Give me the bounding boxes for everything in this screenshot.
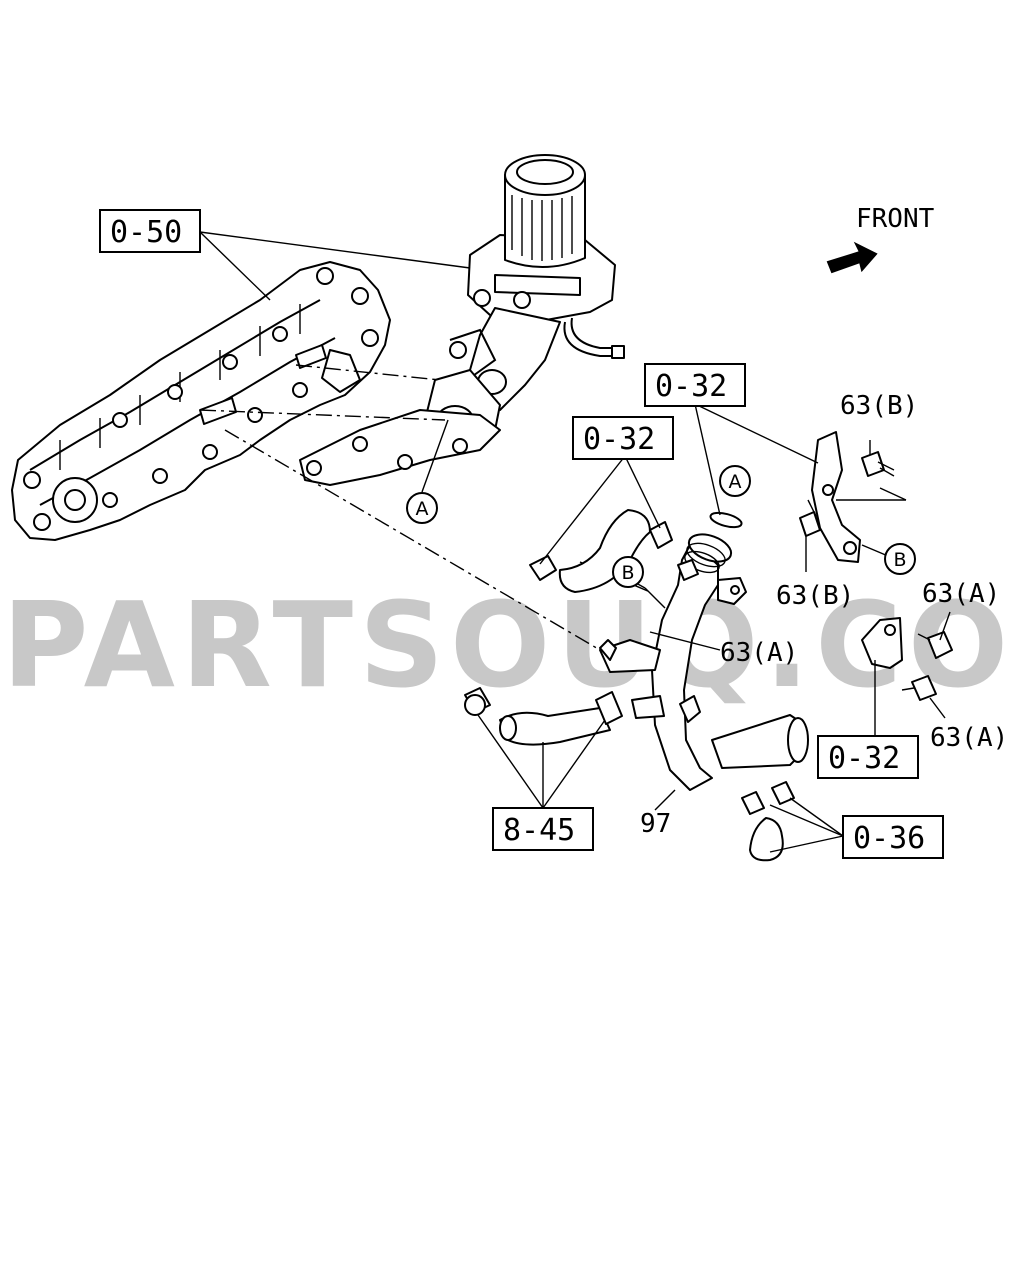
marker-a-right: A xyxy=(719,465,751,497)
svg-text:B: B xyxy=(621,562,634,584)
ref-box-0-50[interactable]: 0-50 xyxy=(99,209,201,253)
hose-upper xyxy=(529,509,699,593)
front-label: FRONT xyxy=(856,204,935,234)
svg-text:A: A xyxy=(416,498,429,520)
part-label-97[interactable]: 97 xyxy=(640,809,671,839)
leader-lines xyxy=(199,231,951,853)
bracket-lower xyxy=(861,617,953,701)
svg-text:B: B xyxy=(893,549,906,571)
water-pipe-97 xyxy=(599,511,809,791)
part-label-63a-center[interactable]: 63(A) xyxy=(720,638,798,668)
front-arrow-icon xyxy=(826,241,878,274)
ref-box-0-32-left[interactable]: 0-32 xyxy=(572,416,674,460)
ref-box-8-45[interactable]: 8-45 xyxy=(492,807,594,851)
svg-text:0-36: 0-36 xyxy=(853,821,925,856)
part-label-63a-lower[interactable]: 63(A) xyxy=(930,723,1008,753)
svg-text:A: A xyxy=(729,471,742,493)
part-label-63b-mid[interactable]: 63(B) xyxy=(776,581,854,611)
egr-cooler-assembly xyxy=(11,261,391,541)
svg-text:0-32: 0-32 xyxy=(655,369,727,404)
oil-filter-assembly xyxy=(299,154,625,486)
svg-text:0-32: 0-32 xyxy=(583,422,655,457)
svg-text:8-45: 8-45 xyxy=(503,813,575,848)
bracket-upper xyxy=(799,431,895,563)
svg-text:0-32: 0-32 xyxy=(828,741,900,776)
part-label-63a-right[interactable]: 63(A) xyxy=(922,579,1000,609)
clamp-set xyxy=(741,781,795,862)
ref-box-0-36[interactable]: 0-36 xyxy=(842,815,944,859)
hose-lower xyxy=(464,687,623,746)
ref-box-0-32-right[interactable]: 0-32 xyxy=(817,735,919,779)
marker-b-right: B xyxy=(884,543,916,575)
svg-text:0-50: 0-50 xyxy=(110,215,182,250)
marker-a-left: A xyxy=(406,492,438,524)
part-label-63b-top[interactable]: 63(B) xyxy=(840,391,918,421)
ref-box-0-32-top[interactable]: 0-32 xyxy=(644,363,746,407)
marker-b-left: B xyxy=(612,556,644,588)
